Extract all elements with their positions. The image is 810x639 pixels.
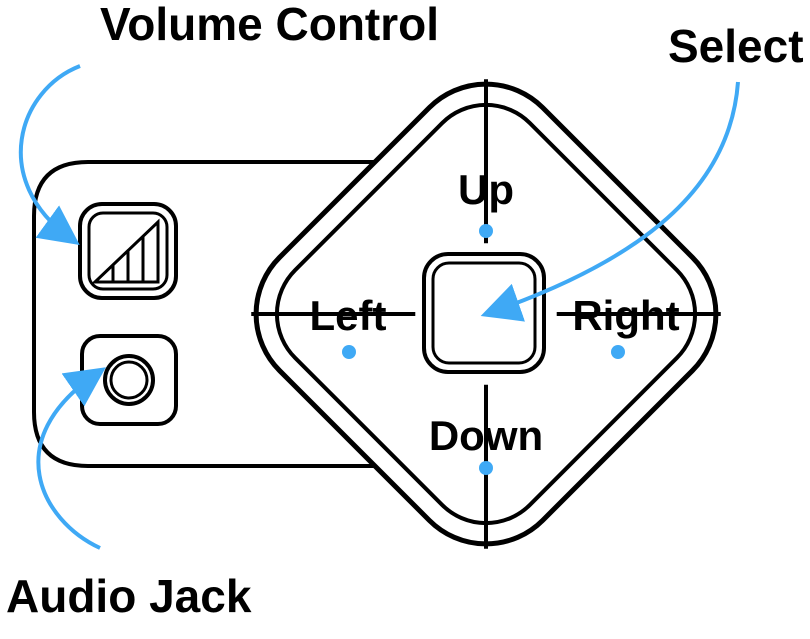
right-indicator-dot [611,345,625,359]
audio-jack-arrow [36,367,106,550]
select-label: Select [668,20,804,72]
audio-jack-label: Audio Jack [6,570,252,622]
down-button[interactable]: Down [429,412,543,475]
select-arrow [480,81,740,322]
down-label: Down [429,412,543,459]
left-indicator-dot [342,345,356,359]
remote-body [32,160,380,468]
left-label: Left [310,292,387,339]
volume-control-arrow [18,64,81,246]
up-label: Up [458,166,514,213]
down-indicator-dot [479,461,493,475]
volume-control-button[interactable] [78,202,178,300]
audio-jack[interactable] [80,334,178,426]
right-button[interactable]: Right [572,292,680,359]
left-button[interactable]: Left [310,292,387,359]
up-button[interactable]: Up [458,166,514,238]
volume-bars-icon [91,218,160,284]
volume-control-label: Volume Control [100,0,439,50]
select-button[interactable] [422,252,546,374]
audio-jack-icon [103,354,155,406]
up-indicator-dot [479,224,493,238]
right-label: Right [572,292,679,339]
